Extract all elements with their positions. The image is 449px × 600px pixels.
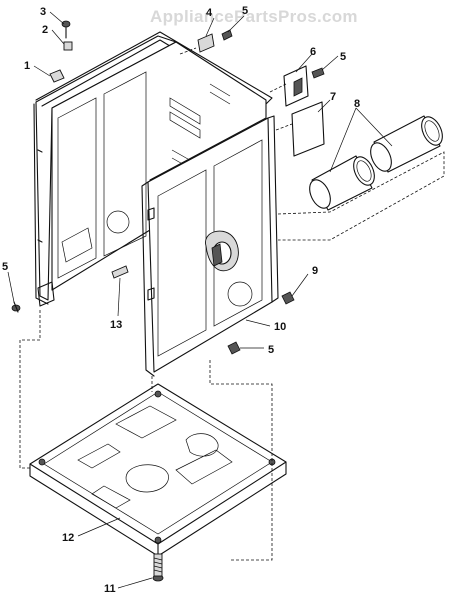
callout-6: 6 (310, 46, 316, 58)
part-8-duct-right (370, 115, 443, 173)
leader-lines (7, 11, 393, 589)
callout-2: 2 (42, 24, 48, 36)
callout-5-right: 5 (340, 51, 346, 63)
callout-13: 13 (110, 319, 122, 331)
part-5-screw-bottom (227, 341, 241, 355)
callout-11: 11 (104, 583, 116, 595)
callout-9: 9 (312, 265, 318, 277)
part-9-screw (281, 291, 295, 305)
cabinet-top-rim (35, 31, 273, 107)
callout-3: 3 (40, 6, 46, 18)
cabinet-corner-bracket (37, 281, 55, 307)
part-5-screw-left (11, 301, 21, 313)
callout-5-left: 5 (2, 261, 8, 273)
callout-5-bottom: 5 (268, 344, 274, 356)
cabinet-bracket-box (61, 227, 93, 263)
callout-5-top: 5 (242, 5, 248, 17)
part-2-nut (63, 41, 73, 51)
door-opening-shadow (211, 243, 223, 267)
part-4-bracket (197, 33, 215, 53)
front-panel-ribs (157, 139, 263, 357)
watermark-text: AppliancePartsPros.com (150, 7, 358, 26)
base-cutouts (77, 405, 233, 509)
callout-4: 4 (206, 7, 213, 19)
callout-10: 10 (274, 321, 286, 333)
front-panel-tabs (147, 207, 155, 301)
front-panel-edge (141, 115, 279, 377)
cabinet-vent-hole (106, 210, 130, 234)
callout-8: 8 (354, 98, 360, 110)
callout-12: 12 (62, 532, 74, 544)
part-8-duct-left (309, 155, 375, 211)
front-panel-assembly (141, 115, 279, 377)
part-11-leveling-foot (152, 553, 164, 582)
callout-7: 7 (330, 91, 336, 103)
front-vent-hole (227, 281, 253, 307)
part-5-screw-top (221, 29, 233, 41)
cabinet-left-flange (33, 103, 49, 305)
part-7-pad (291, 101, 325, 157)
assembly-lines (19, 47, 445, 561)
part-3-screw (61, 20, 71, 39)
base-outline (29, 383, 287, 545)
part-12-base (29, 383, 287, 557)
part-13-clip (111, 265, 129, 279)
part-5-screw-right (311, 67, 325, 79)
part-6-tab (293, 77, 303, 97)
cabinet-left-ribs (57, 71, 147, 279)
cabinet-assembly (33, 31, 273, 307)
callout-labels: 1 2 3 4 5 6 5 7 8 9 10 5 5 13 12 11 (2, 5, 360, 595)
cabinet-back-panel (51, 41, 267, 291)
part-1-clip (49, 69, 65, 83)
callout-1: 1 (24, 60, 30, 72)
